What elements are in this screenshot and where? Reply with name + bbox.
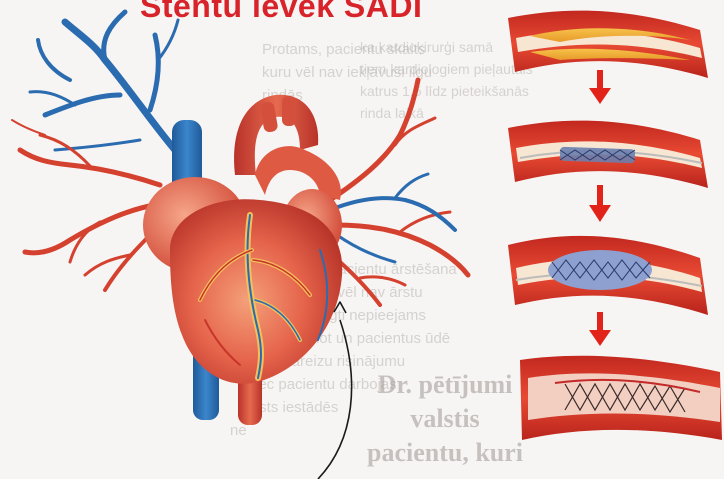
down-arrow-icon: [589, 312, 611, 346]
stage-arrows: [589, 70, 611, 346]
down-arrow-icon: [589, 70, 611, 104]
artery-stage-1: [508, 11, 708, 78]
down-arrow-icon: [589, 185, 611, 222]
arch-branch: [282, 96, 296, 126]
pulmonary-trunk: [255, 146, 341, 200]
artery-stage-4: [520, 356, 722, 440]
page-title: Stentu ievek SADI: [140, 0, 422, 25]
artery-branches-right: [320, 80, 468, 305]
vein-branches: [30, 12, 178, 150]
artery-branches-left: [12, 120, 160, 290]
artery-stage-2: [508, 121, 708, 188]
heart-ventricles: [170, 199, 342, 384]
artery-stage-3: [508, 236, 708, 315]
